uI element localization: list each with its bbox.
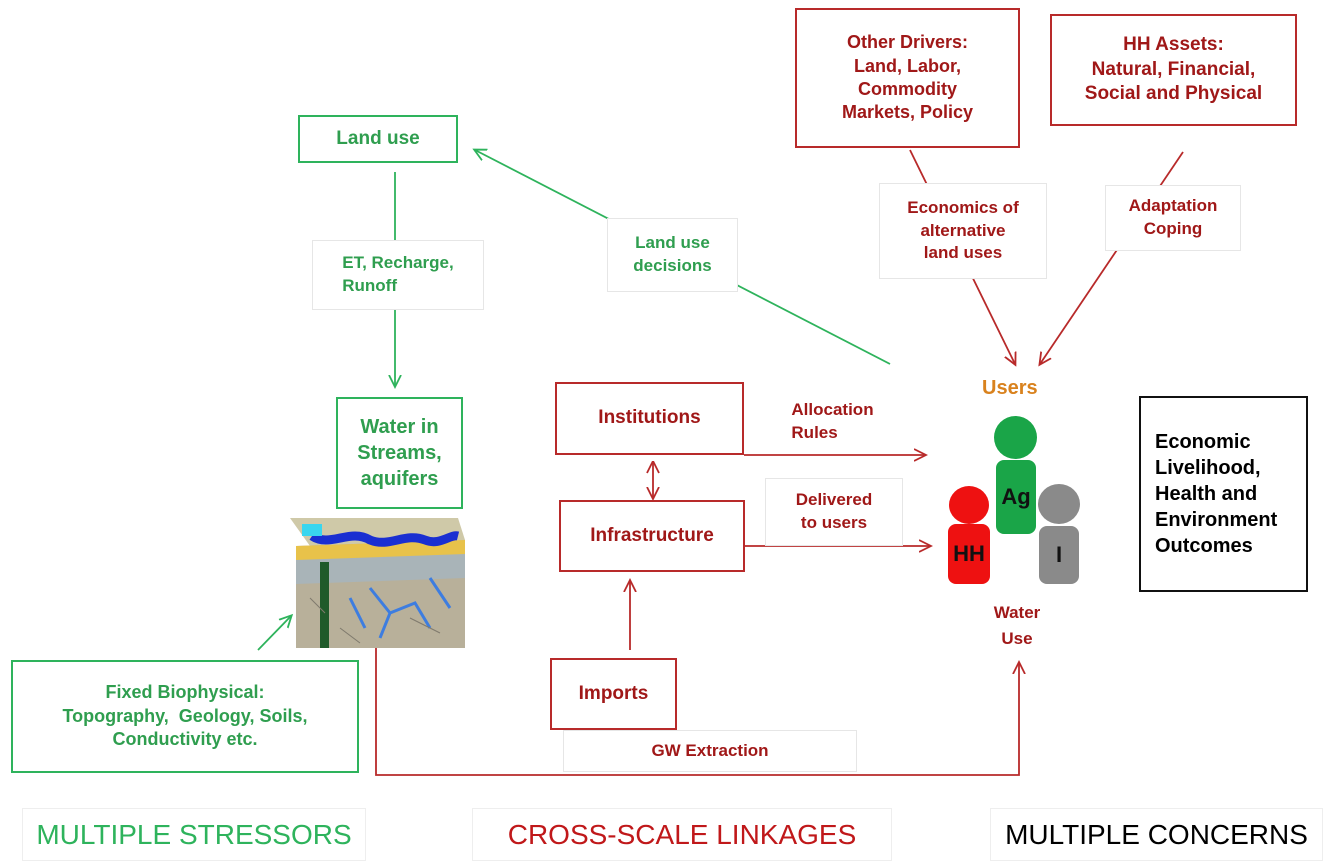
i-user-head xyxy=(1038,484,1080,524)
outcomes-line-5: Outcomes xyxy=(1155,535,1253,557)
hh-assets-line-2: Natural, Financial, xyxy=(1091,58,1256,80)
multiple-concerns-text: MULTIPLE CONCERNS xyxy=(1005,818,1308,850)
other-drivers-line-2: Land, Labor, xyxy=(853,55,961,76)
institutions-box: Institutions xyxy=(555,382,744,455)
water-streams-line-3: aquifers xyxy=(360,468,439,490)
multiple-stressors-footer: MULTIPLE STRESSORS xyxy=(22,808,366,861)
water-streams-line-2: Streams, xyxy=(357,442,442,464)
water-use-line-1: Water xyxy=(993,603,1041,622)
gw-extraction-arrow xyxy=(375,648,1019,776)
multiple-stressors-text: MULTIPLE STRESSORS xyxy=(36,818,352,850)
allocation-label: Allocation Rules xyxy=(770,395,895,449)
ag-user-body: Ag xyxy=(996,460,1036,534)
users-title: Users xyxy=(982,377,1038,399)
land-use-text: Land use xyxy=(336,127,420,149)
et-recharge-label: ET, Recharge, Runoff xyxy=(312,240,484,310)
other-drivers-line-4: Markets, Policy xyxy=(841,102,974,123)
cross-scale-linkages-footer: CROSS-SCALE LINKAGES xyxy=(472,808,892,861)
ag-user-figure: Ag xyxy=(994,416,1038,534)
other-drivers-box: Other Drivers: Land, Labor, Commodity Ma… xyxy=(795,8,1020,148)
adaptation-line-1: Adaptation xyxy=(1128,196,1218,216)
fixed-biophysical-line-3: Conductivity etc. xyxy=(112,729,258,750)
economics-line-3: land uses xyxy=(923,243,1003,263)
hh-assets-line-1: HH Assets: xyxy=(1123,33,1224,55)
fixed-biophysical-line-2: Topography, Geology, Soils, xyxy=(62,705,308,726)
et-recharge-line-1: ET, Recharge, xyxy=(342,253,454,273)
hh-assets-line-3: Social and Physical xyxy=(1084,83,1263,105)
et-recharge-line-2: Runoff xyxy=(342,276,398,295)
water-use-line-2: Use xyxy=(1001,628,1033,648)
hh-user-body: HH xyxy=(948,524,990,584)
hh-user-label: HH xyxy=(953,541,985,566)
imports-box: Imports xyxy=(550,658,677,730)
land-use-decisions-line-1: Land use xyxy=(635,233,710,253)
water-streams-line-1: Water in xyxy=(360,416,439,438)
i-user-figure: I xyxy=(1037,484,1081,584)
outcomes-line-3: Health and xyxy=(1155,483,1258,505)
fixed-biophysical-box: Fixed Biophysical: Topography, Geology, … xyxy=(11,660,359,773)
hh-assets-to-users-arrow xyxy=(1040,151,1184,364)
infrastructure-box: Infrastructure xyxy=(559,500,745,572)
allocation-line-1: Allocation xyxy=(791,400,874,420)
ag-user-label: Ag xyxy=(1001,484,1031,509)
delivered-line-2: to users xyxy=(800,513,868,532)
adaptation-line-2: Coping xyxy=(1143,219,1203,238)
outcomes-line-4: Environment xyxy=(1155,509,1278,531)
fixed-biophysical-line-1: Fixed Biophysical: xyxy=(105,682,265,703)
adaptation-label: Adaptation Coping xyxy=(1105,185,1241,251)
economics-line-1: Economics of xyxy=(907,197,1019,217)
water-use-label: Water Use xyxy=(977,600,1057,651)
delivered-line-1: Delivered xyxy=(795,490,873,510)
hh-user-head xyxy=(949,486,989,524)
delivered-label: Delivered to users xyxy=(765,478,903,546)
economics-label: Economics of alternative land uses xyxy=(879,183,1047,279)
i-user-body: I xyxy=(1039,526,1079,584)
aquifer-block-diagram-icon xyxy=(290,518,465,648)
economics-line-2: alternative xyxy=(920,220,1006,240)
ag-user-head xyxy=(994,416,1037,459)
hh-user-figure: HH xyxy=(947,486,991,584)
gw-extraction-label: GW Extraction xyxy=(563,730,857,772)
institutions-text: Institutions xyxy=(598,407,701,429)
gw-extraction-text: GW Extraction xyxy=(651,740,769,760)
imports-text: Imports xyxy=(578,682,649,704)
multiple-concerns-footer: MULTIPLE CONCERNS xyxy=(990,808,1323,861)
other-drivers-line-1: Other Drivers: xyxy=(846,32,969,53)
infrastructure-text: Infrastructure xyxy=(590,524,714,546)
outcomes-line-2: Livelihood, xyxy=(1155,457,1261,479)
allocation-line-2: Rules xyxy=(791,423,838,442)
outcomes-box: Economic Livelihood, Health and Environm… xyxy=(1139,396,1308,592)
land-use-decisions-label: Land use decisions xyxy=(607,218,738,292)
biophysical-to-aquifer-arrow xyxy=(257,616,291,651)
cross-scale-linkages-text: CROSS-SCALE LINKAGES xyxy=(507,818,857,850)
i-user-label: I xyxy=(1055,542,1063,567)
land-use-box: Land use xyxy=(298,115,458,163)
land-use-decisions-line-2: decisions xyxy=(633,256,712,275)
other-drivers-line-3: Commodity xyxy=(858,79,957,99)
outcomes-line-1: Economic xyxy=(1155,431,1251,453)
hh-assets-box: HH Assets: Natural, Financial, Social an… xyxy=(1050,14,1297,126)
water-streams-box: Water in Streams, aquifers xyxy=(336,397,463,509)
